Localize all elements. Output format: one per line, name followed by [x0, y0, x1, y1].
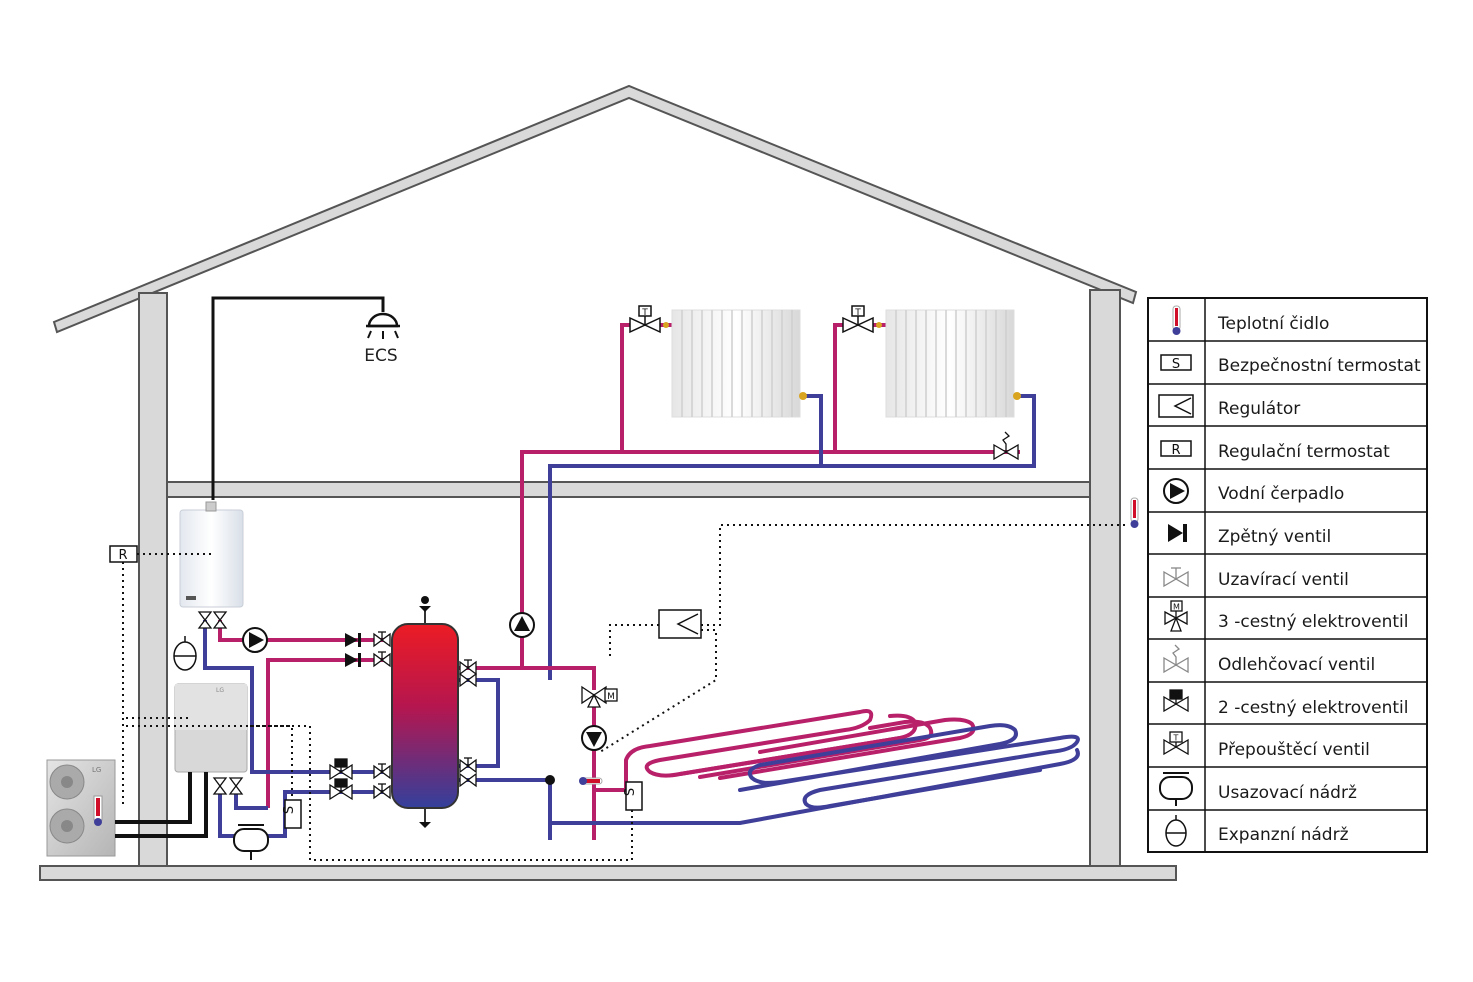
check-valves	[345, 633, 361, 667]
legend-label-9: Odlehčovací ventil	[1218, 655, 1375, 675]
regulator	[658, 609, 702, 639]
legend-motor-letter: M	[1173, 603, 1180, 612]
legend-label-1: Teplotní čidlo	[1217, 314, 1329, 334]
legend-label-2: Bezpečnostní termostat	[1218, 356, 1421, 376]
pump-boiler	[242, 627, 268, 653]
legend-label-6: Zpětný ventil	[1218, 527, 1331, 547]
pump-underfloor	[581, 725, 607, 751]
motor-letter: M	[607, 692, 615, 702]
regulating-thermostat-letter: R	[118, 548, 127, 563]
settling-tank-icon	[1159, 772, 1193, 806]
floor-slab	[166, 481, 1091, 498]
two-way-electrovalve-icon	[1163, 689, 1189, 713]
ground-slab	[39, 865, 1177, 881]
roof	[52, 84, 1138, 334]
water-pump-icon	[1163, 478, 1189, 504]
refrigerant-lines	[115, 772, 208, 838]
safety-thermostat-lower-left: S	[282, 799, 302, 829]
legend-label-7: Uzavírací ventil	[1218, 570, 1349, 590]
legend-label-12: Usazovací nádrž	[1218, 783, 1357, 803]
shutoff-valves	[197, 611, 477, 800]
thermostatic-valve-2: T	[842, 305, 882, 334]
legend-label-10: 2 -cestný elektroventil	[1218, 698, 1409, 718]
check-valve-icon	[1168, 524, 1187, 542]
three-way-electrovalve-icon: M	[1164, 600, 1188, 632]
expansion-tank	[173, 636, 197, 671]
safety-thermostat-letter: S	[282, 806, 297, 814]
safety-thermostat-underfloor: S	[623, 781, 643, 811]
three-way-electrovalve: M	[581, 685, 618, 708]
underfloor-temperature-sensor-icon	[579, 777, 603, 785]
safety-thermostat-letter: S	[623, 788, 638, 796]
regulating-thermostat: R	[109, 545, 138, 563]
regulating-thermostat-icon: R	[1160, 440, 1192, 458]
room-temperature-sensor-icon	[1130, 497, 1139, 528]
house-structure	[39, 84, 1177, 881]
bypass-valve-icon: T	[1163, 731, 1189, 756]
valve-head-letter: T	[641, 308, 648, 318]
relief-valve-upper	[993, 431, 1019, 461]
thermostatic-valve-1: T	[629, 305, 669, 334]
ecs-label: ECS	[364, 346, 397, 366]
safety-thermostat-icon: S	[1160, 354, 1192, 372]
outdoor-unit-brand: LG	[92, 766, 101, 774]
legend-label-4: Regulační termostat	[1218, 442, 1390, 462]
pump-radiator	[509, 612, 535, 638]
shower-head-icon	[366, 312, 400, 339]
indoor-unit-brand: LG	[216, 687, 224, 694]
temperature-sensor-icon	[1172, 305, 1181, 335]
settling-tank	[233, 824, 269, 860]
left-wall	[138, 292, 168, 869]
legend-safety-letter: S	[1172, 357, 1180, 372]
legend-label-8: 3 -cestný elektroventil	[1218, 612, 1409, 632]
buffer-tank	[391, 596, 459, 828]
outdoor-temperature-sensor-icon	[93, 795, 103, 826]
legend-label-13: Expanzní nádrž	[1218, 825, 1349, 845]
legend-bypass-letter: T	[1173, 734, 1179, 743]
shutoff-valve-icon	[1163, 567, 1189, 588]
legend-regulating-letter: R	[1171, 443, 1180, 458]
heat-pump-indoor-unit: LG	[174, 683, 248, 773]
radiator-1	[671, 309, 807, 418]
legend-label-5: Vodní čerpadlo	[1218, 484, 1344, 504]
pipe-junction	[545, 775, 555, 785]
two-way-electrovalves	[329, 758, 353, 801]
relief-valve-icon	[1163, 644, 1189, 674]
wall-boiler	[179, 501, 244, 608]
valve-head-letter: T	[854, 308, 861, 318]
dhw-circuit: ECS	[211, 296, 400, 500]
control-wiring	[122, 524, 1126, 861]
expansion-tank-icon	[1165, 815, 1187, 847]
underfloor-heating	[624, 709, 1080, 814]
legend-label-11: Přepouštěcí ventil	[1218, 740, 1370, 760]
right-wall	[1089, 289, 1121, 869]
legend-label-3: Regulátor	[1218, 399, 1300, 419]
outdoor-unit: LG	[46, 759, 116, 857]
radiator-2	[885, 309, 1021, 418]
legend: S R M	[1147, 297, 1428, 853]
regulator-icon	[1158, 394, 1194, 418]
